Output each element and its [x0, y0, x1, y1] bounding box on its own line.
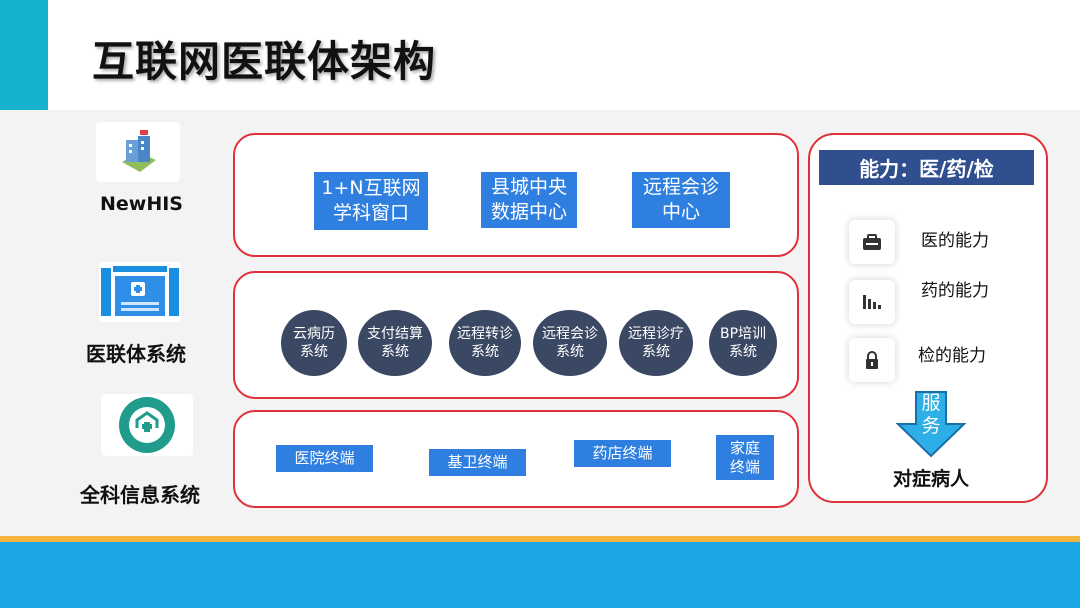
pill-line: 云病历 — [293, 326, 335, 342]
footer-band — [0, 542, 1080, 608]
terminal-label: 家庭 — [729, 438, 760, 457]
terminal-label: 终端 — [729, 457, 760, 476]
service-arrow-label: 服 务 — [916, 392, 946, 438]
pill-cloud-medical-record: 云病历 系统 — [281, 310, 347, 376]
box-line: 中心 — [661, 201, 700, 223]
ability-header: 能力：医/药/检 — [819, 150, 1034, 185]
box-remote-consultation-center: 远程会诊 中心 — [632, 172, 730, 228]
terminal-primary-care: 基卫终端 — [429, 449, 526, 476]
terminal-pharmacy: 药店终端 — [574, 440, 671, 467]
pill-line: 系统 — [471, 344, 499, 360]
pill-line: 支付结算 — [367, 326, 423, 342]
pill-line: 系统 — [300, 344, 328, 360]
footer-gold-stripe — [0, 536, 1080, 542]
terminal-label: 医院终端 — [294, 449, 355, 467]
system-label-newhis: NewHIS — [100, 193, 183, 215]
pill-payment-settlement: 支付结算 系统 — [358, 310, 432, 376]
box-line: 1+N互联网 — [321, 177, 421, 199]
arrow-line: 服 — [921, 392, 941, 414]
pill-line: 远程转诊 — [457, 326, 513, 342]
pill-line: 系统 — [729, 344, 757, 360]
pill-line: 远程诊疗 — [628, 326, 684, 342]
box-line: 数据中心 — [490, 201, 567, 223]
pill-bp-training: BP培训 系统 — [709, 310, 777, 376]
terminal-hospital: 医院终端 — [276, 445, 373, 472]
medical-kit-icon — [849, 220, 895, 264]
service-arrow-icon — [895, 390, 967, 458]
pill-line: 系统 — [381, 344, 409, 360]
bar-chart-icon — [849, 280, 895, 324]
pill-remote-diagnosis: 远程诊疗 系统 — [619, 310, 693, 376]
medical-network-board-icon — [99, 262, 181, 322]
box-line: 远程会诊 — [642, 176, 719, 198]
system-label-general-practice: 全科信息系统 — [80, 483, 200, 507]
pill-line: BP培训 — [719, 326, 767, 342]
target-patient-label: 对症病人 — [893, 468, 970, 490]
pill-remote-consultation: 远程会诊 系统 — [533, 310, 607, 376]
pill-line: 系统 — [556, 344, 584, 360]
arrow-line: 务 — [921, 415, 941, 437]
box-line: 学科窗口 — [332, 202, 409, 224]
family-health-icon — [101, 394, 193, 456]
ability-label-medical: 医的能力 — [921, 231, 989, 251]
corner-accent — [0, 0, 48, 110]
box-county-data-center: 县城中央 数据中心 — [481, 172, 577, 228]
pill-line: 远程会诊 — [542, 326, 598, 342]
page-title: 互联网医联体架构 — [92, 37, 437, 86]
lock-icon — [849, 338, 895, 382]
box-internet-discipline-window: 1+N互联网 学科窗口 — [314, 172, 428, 230]
pill-remote-referral: 远程转诊 系统 — [449, 310, 521, 376]
terminal-family: 家庭 终端 — [716, 435, 774, 480]
system-label-medical-union: 医联体系统 — [86, 342, 186, 366]
pill-line: 系统 — [642, 344, 670, 360]
terminal-label: 基卫终端 — [447, 453, 508, 471]
terminal-label: 药店终端 — [592, 444, 653, 462]
hospital-building-icon — [96, 122, 180, 182]
ability-label-pharma: 药的能力 — [921, 281, 989, 301]
box-line: 县城中央 — [490, 176, 567, 198]
ability-label-inspection: 检的能力 — [918, 346, 986, 366]
